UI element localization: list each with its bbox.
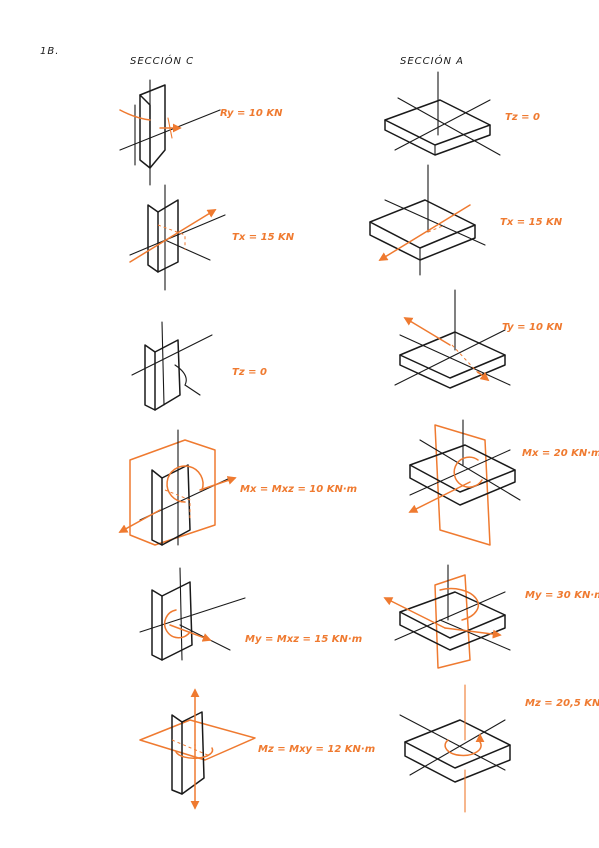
section-c-sketch-mx: Mx = Mxz = 10 KN·m [118, 429, 357, 546]
section-c-sketch-ry: Ry = 10 KN [119, 79, 283, 186]
section-a-sketch-tx: Tx = 15 KN [369, 164, 563, 276]
section-c-title: SECCIÓN C [130, 54, 194, 67]
section-a-sketch-ty: Ty = 10 KN [394, 289, 563, 389]
label-tz-a: Tz = 0 [505, 112, 540, 123]
section-c-sketch-mz: Mz = Mxy = 12 KN·m [139, 688, 375, 810]
section-a-sketch-my: My = 30 KN·m [383, 564, 599, 669]
section-a-title: SECCIÓN A [400, 54, 464, 67]
page-number: 1B. [40, 46, 59, 57]
section-a-sketch-mx: Mx = 20 KN·m [408, 419, 599, 546]
label-mz-c: Mz = Mxy = 12 KN·m [258, 744, 375, 755]
label-mx-c: Mx = Mxz = 10 KN·m [240, 484, 357, 495]
label-mx-a: Mx = 20 KN·m [522, 448, 599, 459]
section-a-sketch-mz: Mz = 20,5 KN·m [399, 684, 599, 813]
label-tx-a: Tx = 15 KN [500, 217, 563, 228]
label-tx-c: Tx = 15 KN [232, 232, 295, 243]
section-c-sketch-my: My = Mxz = 15 KN·m [139, 567, 362, 661]
label-mz-a: Mz = 20,5 KN·m [525, 698, 599, 709]
section-c-sketch-tx: Tx = 15 KN [129, 184, 295, 291]
label-ty-a: Ty = 10 KN [502, 322, 563, 333]
label-my-c: My = Mxz = 15 KN·m [245, 634, 362, 645]
section-a-sketch-tz: Tz = 0 [384, 71, 540, 156]
label-ry: Ry = 10 KN [220, 108, 283, 119]
label-my-a: My = 30 KN·m [525, 590, 599, 601]
label-tz-c: Tz = 0 [232, 367, 267, 378]
section-c-sketch-tz: Tz = 0 [131, 321, 267, 411]
